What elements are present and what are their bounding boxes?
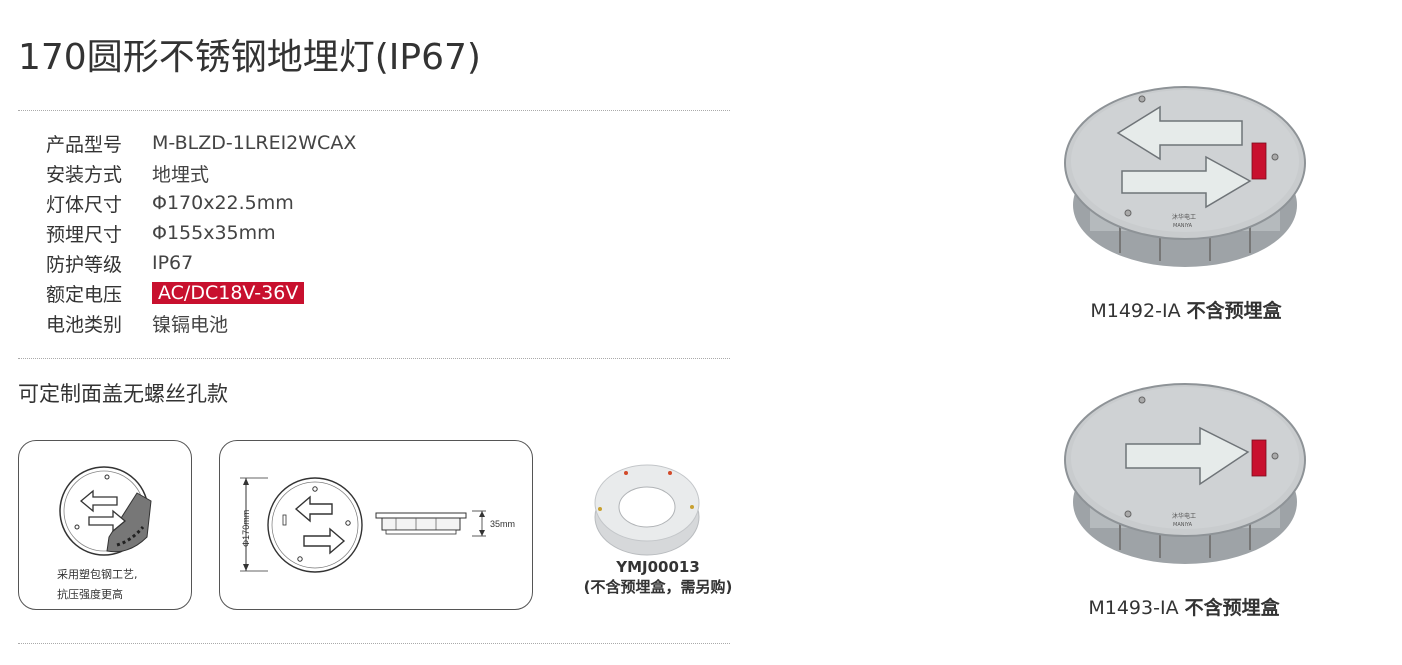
feature-card-dimensions: Φ170mm 35mm [219, 440, 533, 610]
spec-row-body-size: 灯体尺寸 Φ170x22.5mm [46, 188, 356, 218]
spec-row-voltage: 额定电压 AC/DC18V-36V [46, 278, 356, 308]
material-caption-line2: 抗压强度更高 [57, 588, 123, 601]
spec-row-model: 产品型号 M-BLZD-1LREⅠ2WCAX [46, 128, 356, 158]
spec-value: 地埋式 [152, 163, 210, 186]
divider-top [18, 110, 730, 111]
product-brand: 沐华电工 [1172, 512, 1196, 520]
spec-row-embed-size: 预埋尺寸 Φ155x35mm [46, 218, 356, 248]
embed-box-code: YMJ00013 [616, 558, 700, 576]
product-brand-en: MANIYA [1173, 223, 1193, 229]
spec-label: 灯体尺寸 [46, 193, 123, 216]
spec-list: 产品型号 M-BLZD-1LREⅠ2WCAX 安装方式 地埋式 灯体尺寸 Φ17… [46, 128, 356, 338]
spec-row-install: 安装方式 地埋式 [46, 158, 356, 188]
embed-box-image [594, 464, 700, 556]
spec-row-battery: 电池类别 镍镉电池 [46, 308, 356, 338]
embed-box-label: YMJ00013 (不含预埋盒，需另购) [560, 557, 756, 597]
product-brand: 沐华电工 [1172, 213, 1196, 221]
product-brand-en: MANIYA [1173, 522, 1193, 528]
spec-label: 电池类别 [46, 313, 123, 336]
product-note: 不含预埋盒 [1184, 597, 1280, 619]
material-caption: 采用塑包钢工艺, 抗压强度更高 [57, 565, 138, 605]
product-photo-m1492: 沐华电工 MANIYA [1064, 86, 1306, 267]
height-label: 35mm [490, 519, 515, 529]
material-caption-line1: 采用塑包钢工艺, [57, 568, 138, 581]
page-title: 170圆形不锈钢地埋灯(IP67) [18, 37, 481, 78]
diameter-label: Φ170mm [241, 510, 251, 547]
spec-row-protection: 防护等级 IP67 [46, 248, 356, 278]
section-subtitle: 可定制面盖无螺丝孔款 [18, 382, 228, 406]
spec-value: Φ170x22.5mm [152, 192, 294, 214]
spec-value: Φ155x35mm [152, 222, 276, 244]
spec-label: 额定电压 [46, 283, 123, 306]
embed-box-note: (不含预埋盒，需另购) [583, 578, 733, 596]
spec-value: 镍镉电池 [152, 313, 229, 336]
divider-bottom [18, 643, 730, 644]
product-photo-m1493: 沐华电工 MANIYA [1064, 383, 1306, 564]
product-caption-m1492: M1492-IA 不含预埋盒 [1036, 296, 1336, 323]
spec-label: 预埋尺寸 [46, 223, 123, 246]
spec-label: 产品型号 [46, 133, 123, 156]
cover-cutaway-illustration [59, 466, 152, 556]
feature-card-material: 采用塑包钢工艺, 抗压强度更高 [18, 440, 192, 610]
product-model: M1493-IA [1088, 597, 1179, 619]
spec-label: 安装方式 [46, 163, 123, 186]
product-model: M1492-IA [1090, 300, 1181, 322]
voltage-highlight: AC/DC18V-36V [152, 282, 305, 304]
spec-label: 防护等级 [46, 253, 123, 276]
spec-value: M-BLZD-1LREⅠ2WCAX [152, 132, 357, 154]
product-caption-m1493: M1493-IA 不含预埋盒 [1034, 593, 1334, 620]
product-note: 不含预埋盒 [1186, 300, 1282, 322]
divider-middle [18, 358, 730, 359]
dimension-drawing: Φ170mm 35mm [240, 477, 515, 573]
spec-value: IP67 [152, 252, 194, 274]
